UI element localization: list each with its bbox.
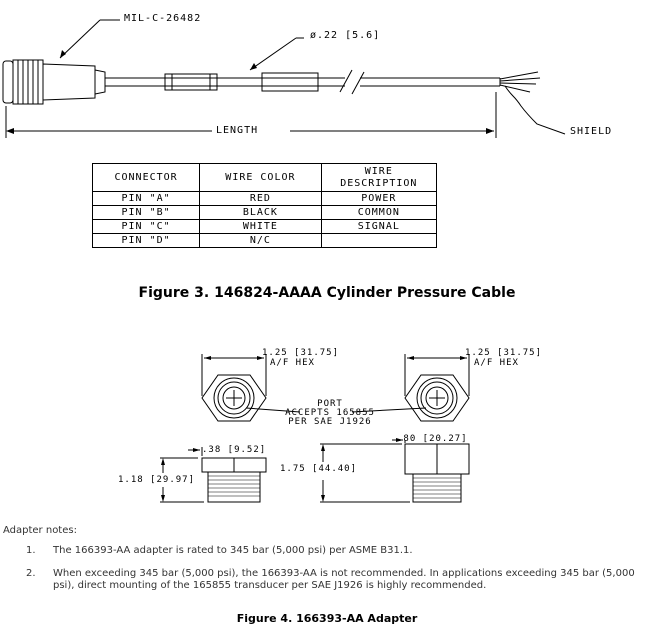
table-cell [320,233,438,248]
table-header-connector: CONNECTOR [91,163,201,192]
port-label-line: PER SAE J1926 [288,417,372,427]
table-header-wire-color: WIRE COLOR [199,163,322,192]
wire-leads [499,71,566,135]
table-cell: POWER [320,191,438,206]
right-width-dimension: .80 [20.27] [397,434,468,444]
heat-shrink-2 [261,72,319,92]
note-text: The 166393-AA adapter is rated to 345 ba… [53,545,413,556]
figure3-caption: Figure 3. 146824-AAAA Cylinder Pressure … [138,285,516,301]
port-label-line: ACCEPTS 165855 [285,408,375,418]
note-number: 1. [26,545,36,556]
note-number: 2. [26,568,36,579]
left-side-view [201,457,267,503]
table-header-wire-description: WIRE DESCRIPTION [320,163,438,192]
diameter-label: ø.22 [5.6] [310,30,381,41]
length-label: LENGTH [216,125,259,136]
shield-label: SHIELD [570,126,613,137]
table-row: PIN "D" N/C [91,233,438,248]
table-cell: RED [199,191,322,206]
port-label: PORT ACCEPTS 165855 PER SAE J1926 [270,400,390,427]
table-cell: N/C [199,233,322,248]
connector-label: MIL-C-26482 [124,13,202,24]
diameter-leader [249,37,297,71]
left-hex-sub: A/F HEX [270,358,315,368]
table-cell: PIN "B" [91,205,201,220]
table-row: PIN "C" WHITE SIGNAL [91,219,438,234]
length-dimension [5,92,497,138]
right-hex-dimension: 1.25 [31.75] [465,348,543,358]
table-cell: PIN "D" [91,233,201,248]
left-hex-dimension: 1.25 [31.75] [262,348,340,358]
left-hex-view [201,374,267,422]
table-row: PIN "A" RED POWER [91,191,438,206]
wire-table: CONNECTOR WIRE COLOR WIRE DESCRIPTION PI… [91,163,438,248]
table-row: PIN "B" BLACK COMMON [91,205,438,220]
cable-line [105,77,501,87]
cable-drawing [2,19,566,138]
right-hex-view [404,374,470,422]
left-height-dimension: 1.18 [29.97] [118,475,196,485]
table-cell: SIGNAL [320,219,438,234]
port-label-line: PORT [317,399,343,409]
table-cell: PIN "C" [91,219,201,234]
table-cell: BLACK [199,205,322,220]
table-cell: PIN "A" [91,191,201,206]
figure4-caption: Figure 4. 166393-AA Adapter [236,612,418,625]
port-leader [245,407,301,413]
left-width-dimension: .38 [9.52] [202,445,267,455]
table-cell: WHITE [199,219,322,234]
table-header-row: CONNECTOR WIRE COLOR WIRE DESCRIPTION [91,163,438,192]
connector-leader [59,19,101,59]
table-cell: COMMON [320,205,438,220]
notes-heading: Adapter notes: [3,525,77,536]
right-side-view [404,443,470,503]
right-height-dimension: 1.75 [44.40] [280,464,358,474]
break-mark [339,69,365,95]
right-hex-sub: A/F HEX [474,358,519,368]
connector-body [2,59,106,105]
heat-shrink-1 [164,73,218,91]
adapter-drawing [160,354,470,503]
note-text: When exceeding 345 bar (5,000 psi), the … [53,568,635,591]
